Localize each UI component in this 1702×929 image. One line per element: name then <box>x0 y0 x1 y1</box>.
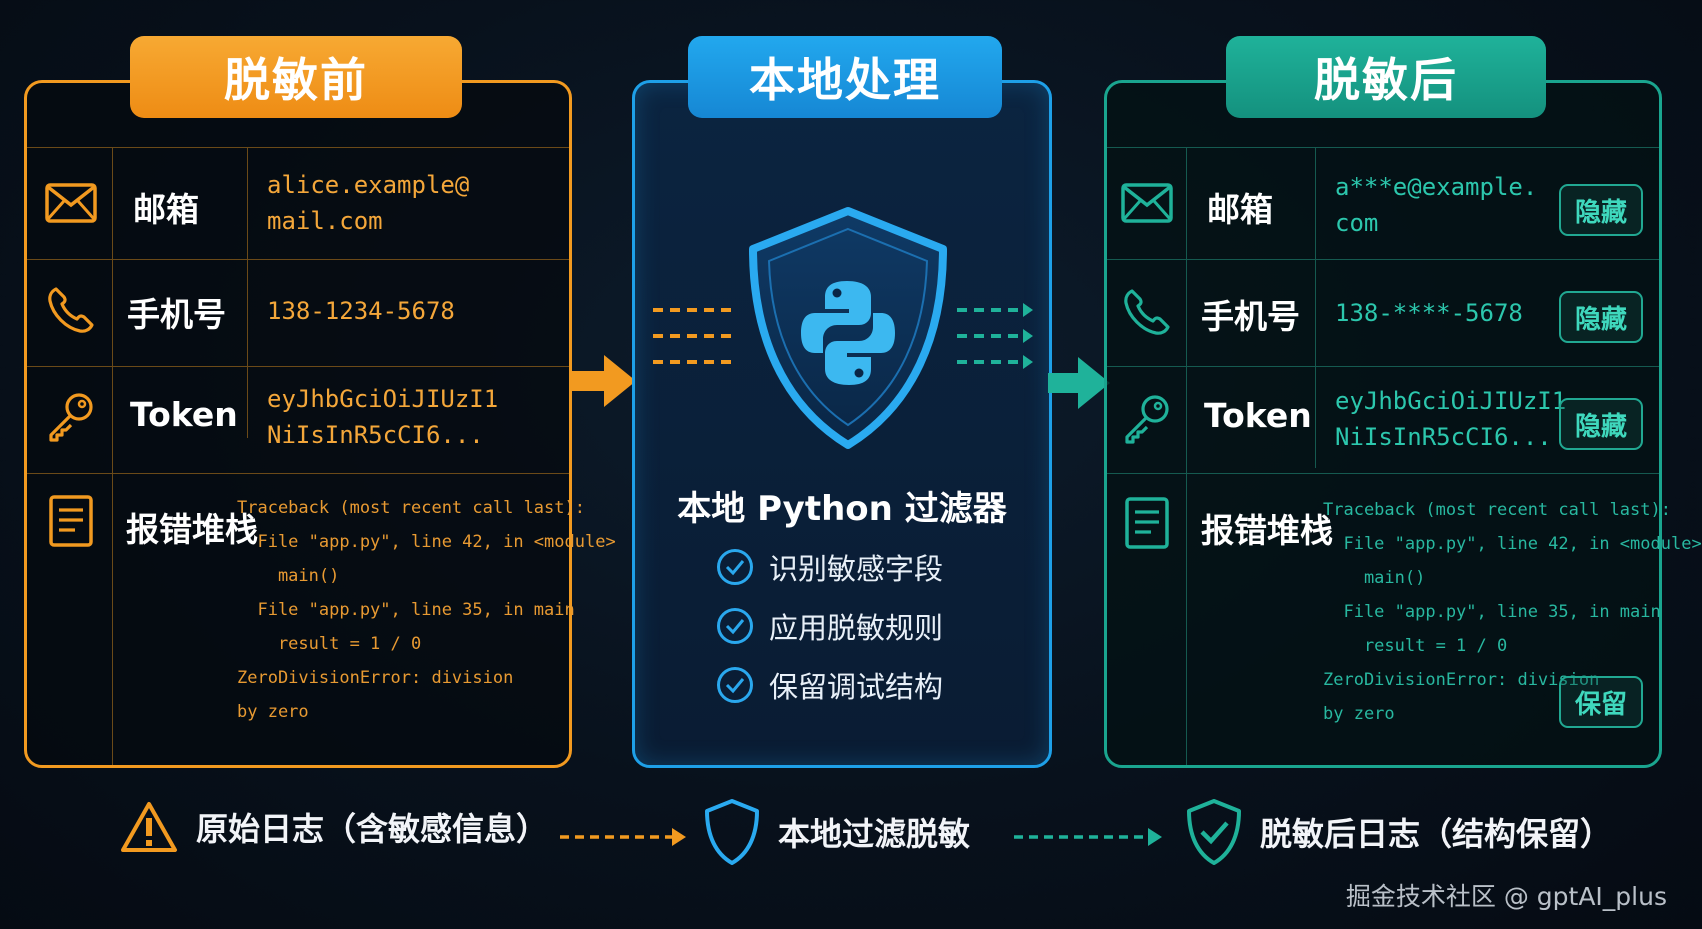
email-label: 邮箱 <box>133 190 199 229</box>
column-divider <box>247 147 248 438</box>
token-label: Token <box>1204 396 1312 435</box>
check-item-label: 应用脱敏规则 <box>769 611 944 645</box>
result-log-item: 脱敏后日志（结构保留） <box>1186 798 1612 866</box>
dashed-arrow-icon <box>1014 828 1162 846</box>
phone-masked-value: 138-****-5678 <box>1335 299 1523 327</box>
phone-label: 手机号 <box>1201 297 1300 336</box>
python-shield-icon <box>749 207 947 449</box>
check-circle-icon <box>717 608 753 644</box>
check-circle-icon <box>717 667 753 703</box>
phone-icon <box>43 282 99 338</box>
row-divider <box>1107 147 1659 148</box>
token-masked-value: eyJhbGciOiJIUzI1 NiIsInR5cCI6... <box>1335 387 1567 451</box>
raw-log-item: 原始日志（含敏感信息） <box>120 800 548 854</box>
filter-title: 本地 Python 过滤器 <box>677 489 1007 529</box>
row-divider <box>27 147 569 148</box>
before-panel: 邮箱 alice.example@ mail.com 手机号 138-1234-… <box>24 80 616 768</box>
document-icon <box>1119 495 1175 551</box>
key-icon <box>1119 391 1175 447</box>
phone-value: 138-1234-5678 <box>267 297 455 325</box>
check-item: 识别敏感字段 <box>717 546 943 588</box>
row-divider <box>1107 366 1659 367</box>
local-filter-label: 本地过滤脱敏 <box>778 815 971 853</box>
after-panel: 邮箱 a***e@example. com 隐藏 手机号 138-****-56… <box>1104 80 1702 768</box>
column-divider <box>112 147 113 765</box>
tab-local: 本地处理 <box>688 36 1002 118</box>
row-divider <box>1107 473 1659 474</box>
stacktrace-label: 报错堆栈 <box>126 510 258 549</box>
shield-icon <box>705 799 759 865</box>
warning-icon <box>121 802 177 852</box>
token-label: Token <box>130 395 238 434</box>
row-divider <box>27 259 569 260</box>
local-filter-item: 本地过滤脱敏 <box>704 798 970 866</box>
email-masked-value: a***e@example. com <box>1335 173 1538 237</box>
shield-check-icon <box>1187 799 1241 865</box>
incoming-flow-icon <box>653 308 737 364</box>
preserved-badge: 保留 <box>1559 676 1643 728</box>
hidden-badge: 隐藏 <box>1559 291 1643 343</box>
check-item: 保留调试结构 <box>717 664 943 706</box>
row-divider <box>1107 259 1659 260</box>
row-divider <box>27 366 569 367</box>
hidden-badge: 隐藏 <box>1559 398 1643 450</box>
stacktrace-value: Traceback (most recent call last): File … <box>237 498 616 722</box>
result-log-label: 脱敏后日志（结构保留） <box>1260 815 1613 853</box>
watermark: 掘金技术社区 @ gptAI_plus <box>1345 882 1667 911</box>
dashed-arrow-icon <box>560 828 686 846</box>
phone-label: 手机号 <box>127 295 226 334</box>
email-value: alice.example@ mail.com <box>267 171 470 235</box>
phone-icon <box>1119 284 1175 340</box>
outgoing-flow-icon <box>957 303 1033 369</box>
local-panel: 本地 Python 过滤器 识别敏感字段 应用脱敏规则 保留调试结构 <box>632 80 1052 768</box>
tab-before: 脱敏前 <box>130 36 462 118</box>
document-icon <box>43 493 99 549</box>
mail-icon <box>1119 175 1175 231</box>
arrow-right-icon <box>570 355 636 407</box>
raw-log-label: 原始日志（含敏感信息） <box>196 810 549 848</box>
check-item-label: 识别敏感字段 <box>769 552 944 586</box>
stacktrace-label: 报错堆栈 <box>1201 511 1333 550</box>
column-divider <box>1186 147 1187 765</box>
row-divider <box>27 473 569 474</box>
tab-after: 脱敏后 <box>1226 36 1546 118</box>
check-circle-icon <box>717 549 753 585</box>
email-label: 邮箱 <box>1207 190 1273 229</box>
key-icon <box>43 389 99 445</box>
token-value: eyJhbGciOiJIUzI1 NiIsInR5cCI6... <box>267 385 499 449</box>
check-item-label: 保留调试结构 <box>769 670 944 704</box>
mail-icon <box>43 175 99 231</box>
hidden-badge: 隐藏 <box>1559 184 1643 236</box>
check-item: 应用脱敏规则 <box>717 605 943 647</box>
arrow-right-icon <box>1048 357 1110 409</box>
column-divider <box>1315 147 1316 468</box>
stacktrace-value: Traceback (most recent call last): File … <box>1323 500 1702 724</box>
